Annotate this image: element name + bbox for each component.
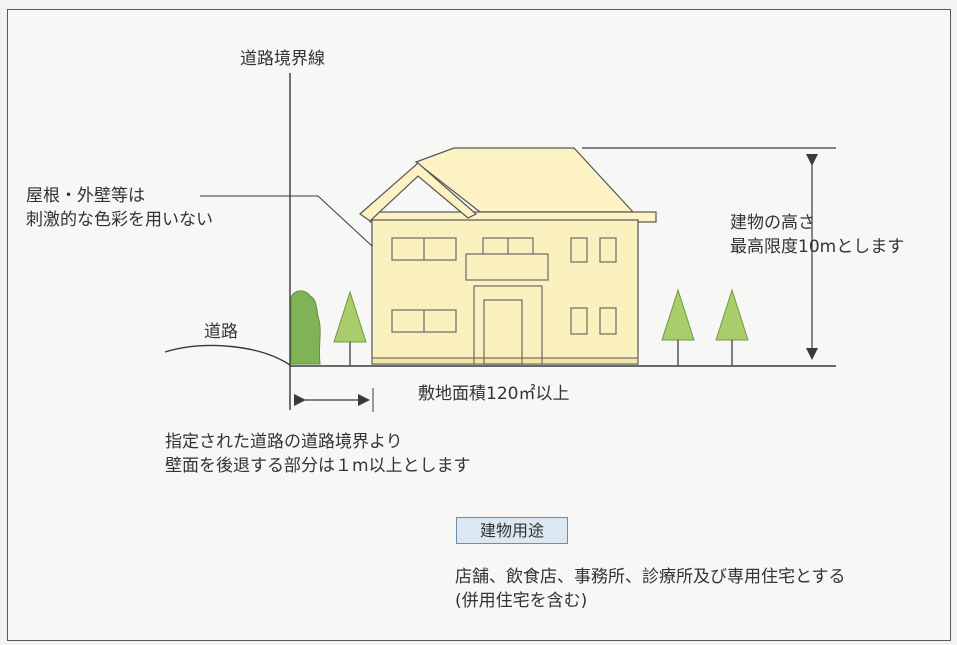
road-label: 道路 xyxy=(204,322,238,342)
tree-left xyxy=(333,290,367,366)
roof-wall-note-line1: 屋根・外壁等は xyxy=(26,186,145,206)
lot-area-label: 敷地面積120㎡以上 xyxy=(418,384,570,404)
road-boundary-line-label: 道路境界線 xyxy=(240,49,325,69)
roof-wall-note-line2: 刺激的な色彩を用いない xyxy=(26,210,213,230)
road-curve xyxy=(164,344,291,366)
tree-right-1 xyxy=(661,288,695,366)
roof-note-leader xyxy=(200,195,373,247)
usage-text-line2: (併用住宅を含む) xyxy=(455,591,588,611)
building-height-line1: 建物の高さ xyxy=(730,213,815,233)
building-height-line2: 最高限度10mとします xyxy=(730,237,905,257)
setback-note-line1: 指定された道路の道路境界より xyxy=(165,432,403,452)
usage-badge: 建物用途 xyxy=(456,517,568,544)
setback-note-line2: 壁面を後退する部分は１m以上とします xyxy=(165,456,471,476)
tree-right-2 xyxy=(715,288,749,366)
usage-text-line1: 店舗、飲食店、事務所、診療所及び専用住宅とする xyxy=(455,567,846,587)
house xyxy=(359,147,657,365)
hedge-shrub xyxy=(290,290,321,365)
